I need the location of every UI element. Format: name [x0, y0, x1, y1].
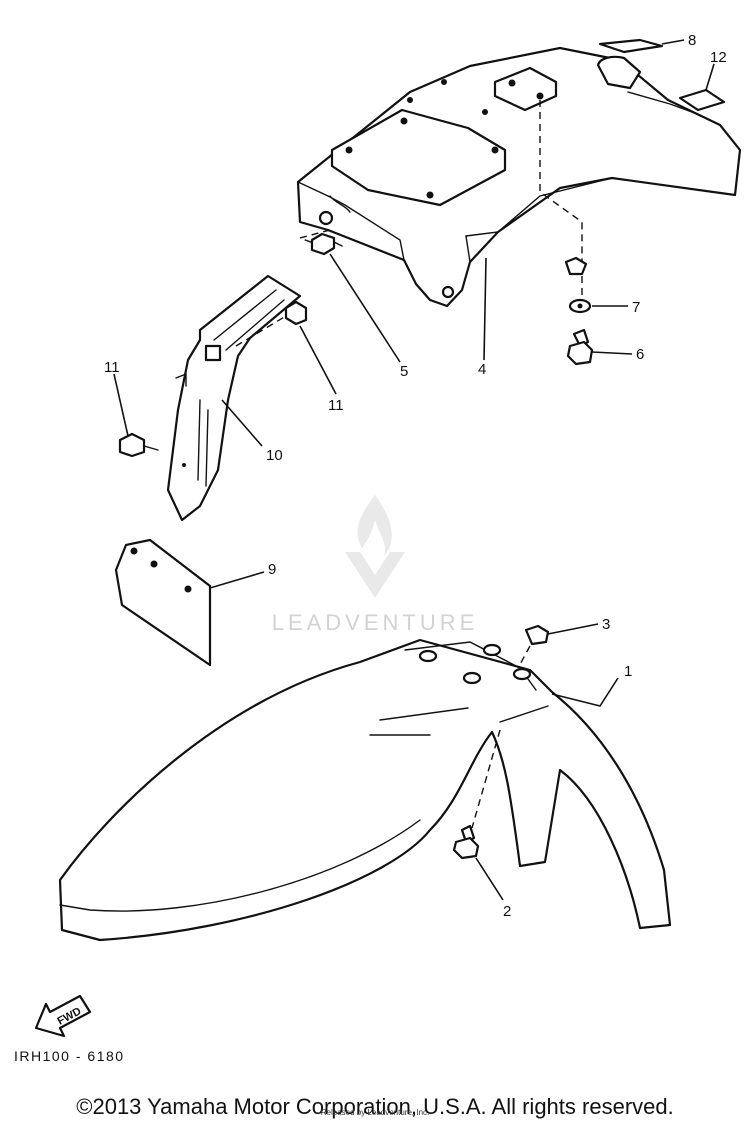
callout-11-right: 11: [328, 397, 344, 414]
decal-part-8: [598, 38, 664, 54]
callout-3: 3: [602, 616, 610, 633]
exploded-parts-diagram: 1 2 3 4 5 6 7 8 9 10 11 11 12 FWD: [34, 32, 742, 1038]
assembly-line: [471, 729, 501, 829]
copyright-notice: ©2013 Yamaha Motor Corporation, U.S.A. A…: [76, 1094, 674, 1119]
assembly-line: [235, 315, 287, 347]
bolt-part-2: [452, 824, 480, 860]
callout-5: 5: [400, 363, 408, 380]
callout-8: 8: [688, 32, 696, 49]
released-by-notice: Released by Leadventure, Inc.: [320, 1108, 430, 1117]
callout-6: 6: [636, 346, 644, 363]
bolt-part-11-right: [284, 300, 308, 326]
callout-4: 4: [478, 361, 486, 378]
forward-arrow-icon: FWD: [34, 994, 92, 1038]
callout-11-left: 11: [104, 359, 120, 376]
nut-part-3: [524, 624, 550, 646]
leader-lines: [113, 39, 715, 901]
callout-10: 10: [266, 447, 283, 464]
decal-part-12: [678, 88, 726, 112]
assembly-line: [297, 229, 331, 245]
leadventure-watermark-logo: [345, 495, 405, 598]
nut-and-washer: [564, 256, 592, 314]
bolt-part-6: [566, 328, 594, 366]
callout-1: 1: [624, 663, 632, 680]
callout-2: 2: [503, 903, 511, 920]
watermark-text: LEADVENTURE: [271, 610, 479, 635]
diagram-reference-code: IRH100 - 6180: [14, 1048, 125, 1064]
bolt-part-5: [310, 232, 343, 256]
callout-12: 12: [710, 49, 727, 66]
callout-9: 9: [268, 561, 276, 578]
front-fender-part-1: [58, 638, 672, 942]
bracket-part-10: [166, 274, 302, 522]
bolt-part-11-left: [118, 432, 159, 458]
rear-fender-part-4: [296, 46, 742, 308]
assembly-line: [517, 645, 531, 669]
callout-7: 7: [632, 299, 640, 316]
plate-part-9: [114, 538, 212, 667]
